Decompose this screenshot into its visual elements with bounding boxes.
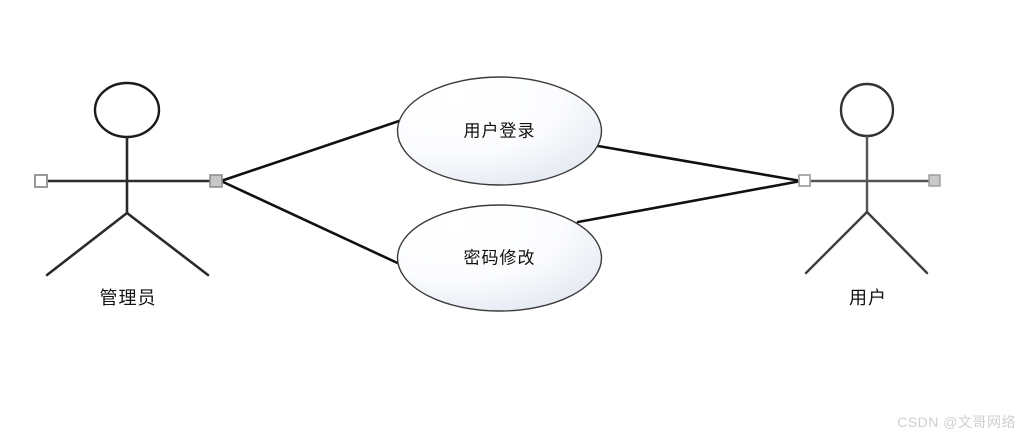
actor-handle-right-gray[interactable] [209, 174, 223, 188]
actor-leg-right-icon [125, 211, 210, 277]
use-case-ellipse-shape [396, 204, 603, 312]
use-case-label: 用户登录 [464, 121, 536, 140]
actor-administrator[interactable]: 管理员 [34, 81, 223, 308]
association-lines [219, 118, 803, 268]
actor-head-icon [93, 81, 161, 139]
actor-leg-left-icon [45, 211, 129, 277]
watermark: CSDN @文哥网络 [897, 414, 1016, 430]
actor-leg-right-icon [865, 210, 929, 275]
use-case-password-change[interactable]: 密码修改 [396, 204, 603, 312]
actor-handle-left-white[interactable] [34, 174, 48, 188]
actor-user[interactable]: 用户 [798, 82, 941, 308]
association-password-to-user[interactable] [576, 179, 803, 224]
association-admin-to-login[interactable] [219, 118, 404, 183]
actor-head-icon [839, 82, 895, 138]
use-case-label: 密码修改 [464, 248, 536, 267]
actor-handle-right-gray[interactable] [928, 174, 941, 187]
association-admin-to-password[interactable] [219, 179, 406, 268]
use-case-user-login[interactable]: 用户登录 [396, 76, 603, 186]
use-case-ellipse-shape [396, 76, 603, 186]
actor-handle-left-white[interactable] [798, 174, 811, 187]
association-login-to-user[interactable] [596, 144, 803, 183]
actor-label: 管理员 [100, 288, 157, 308]
actor-label: 用户 [849, 288, 887, 308]
actor-leg-left-icon [804, 210, 869, 275]
